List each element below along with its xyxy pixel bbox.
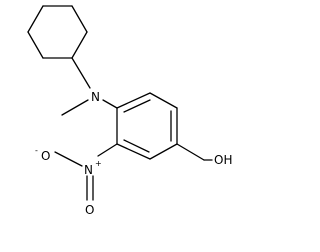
bond-aryl-inner-3 bbox=[123, 139, 150, 153]
bond-aryl-inner-1 bbox=[123, 99, 151, 113]
nitro-oxygen-bottom-label: O bbox=[85, 203, 94, 217]
bond-ring-2 bbox=[71, 5, 88, 33]
nitro-oxygen-top-label: O bbox=[41, 149, 50, 163]
bond-aryl-1 bbox=[116, 92, 151, 109]
bond-aryl-ch2 bbox=[176, 143, 205, 161]
amine-nitrogen-label: N bbox=[91, 90, 100, 104]
bond-aryl-5 bbox=[116, 143, 151, 160]
bond-ring-3 bbox=[71, 31, 88, 59]
bond-aryl-2 bbox=[149, 92, 178, 109]
bond-nitro-o-top bbox=[54, 151, 83, 167]
benzene-ring bbox=[116, 92, 178, 160]
nitro-positive-charge: + bbox=[95, 159, 102, 168]
bond-n-aryl bbox=[102, 99, 118, 109]
hydroxyl-label: OH bbox=[214, 153, 232, 167]
bond-n-methyl bbox=[61, 99, 89, 116]
bond-aryl-nitro bbox=[97, 143, 118, 157]
nitro-oxygen-top-charge: - bbox=[35, 146, 38, 155]
bond-ring-6 bbox=[27, 5, 44, 33]
bond-cyclohexyl-n bbox=[71, 57, 91, 89]
bond-aryl-4 bbox=[149, 143, 178, 160]
structure-diagram: N OH N + O - O bbox=[27, 5, 232, 217]
bond-ring-5 bbox=[27, 31, 44, 59]
nitro-nitrogen-label: N bbox=[84, 163, 93, 177]
cyclohexane-ring bbox=[27, 5, 88, 59]
